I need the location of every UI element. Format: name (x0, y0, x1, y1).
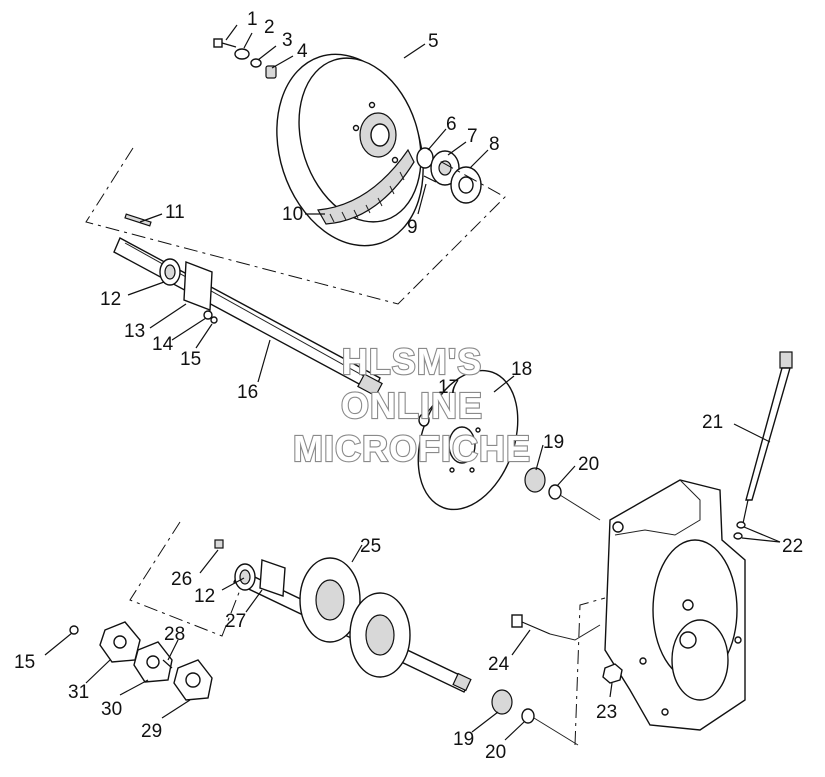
spacer (259, 559, 286, 597)
bearing (159, 258, 181, 286)
callout-9: 9 (407, 217, 418, 238)
bolt-long (511, 614, 551, 635)
leader-lines (44, 24, 781, 741)
bolt (213, 38, 237, 48)
seal (524, 467, 546, 493)
o-ring-small-2 (733, 532, 743, 540)
nut (203, 310, 213, 320)
jackshaft (113, 237, 383, 397)
stud (162, 659, 173, 669)
assembly-boundary-top (85, 147, 506, 305)
o-ring (418, 413, 430, 427)
callout-12: 12 (100, 289, 121, 310)
bearing-housing (183, 261, 213, 311)
hex-nut (602, 663, 623, 684)
callout-14: 14 (152, 334, 174, 355)
washer (234, 48, 250, 60)
retaining-ring-lower (521, 708, 535, 724)
chaincase (604, 479, 746, 731)
callout-25: 25 (360, 536, 381, 557)
callout-30: 30 (101, 699, 122, 720)
callout-11: 11 (165, 202, 185, 223)
callout-17: 17 (438, 377, 459, 398)
callout-21: 21 (702, 412, 723, 433)
watermark-line-2: ONLINE (341, 385, 483, 426)
callout-29: 29 (141, 721, 162, 742)
bearing-lower (234, 563, 256, 591)
flange-plate-2 (133, 641, 173, 683)
o-ring-small (736, 521, 746, 529)
callout-5: 5 (428, 31, 439, 52)
callout-19: 19 (543, 432, 564, 453)
callout-7: 7 (467, 126, 478, 147)
drive-chain (317, 148, 415, 225)
track-sprocket-1 (299, 557, 361, 643)
callout-4: 4 (297, 41, 308, 62)
callout-20: 20 (578, 454, 599, 475)
assembly-boundary-lower (129, 521, 241, 637)
callout-27: 27 (225, 611, 246, 632)
bolt-small (210, 316, 218, 324)
assembly-boundary-right (574, 597, 606, 746)
screw (423, 175, 437, 183)
callout-labels: 1 2 3 4 5 6 7 8 9 10 11 12 13 14 15 16 1… (14, 9, 803, 763)
driven-pulley (276, 53, 424, 247)
watermark-line-3: MICROFICHE (293, 428, 531, 469)
callout-13: 13 (124, 321, 145, 342)
callout-16: 16 (237, 382, 258, 403)
watermark: HLSM'S ONLINE MICROFICHE (292, 340, 531, 470)
callout-28: 28 (164, 624, 185, 645)
nut-lower (69, 625, 79, 635)
callout-3: 3 (282, 30, 293, 51)
callout-15-lower: 15 (14, 652, 35, 673)
grease-fitting (214, 539, 224, 549)
callout-26: 26 (171, 569, 192, 590)
key (124, 213, 152, 227)
callout-24: 24 (488, 654, 510, 675)
bushing (265, 65, 277, 79)
watermark-line-1: HLSM'S (342, 341, 483, 382)
callout-23: 23 (596, 702, 617, 723)
callout-20-lower: 20 (485, 742, 506, 763)
lock-washer (250, 58, 262, 68)
callout-8: 8 (489, 134, 500, 155)
callout-1: 1 (247, 9, 258, 30)
callout-18: 18 (511, 359, 532, 380)
callout-10: 10 (282, 204, 303, 225)
callout-12-lower: 12 (194, 586, 215, 607)
speedometer-drive (741, 351, 793, 529)
track-sprocket-2 (349, 592, 411, 678)
flange-plate-1 (99, 621, 141, 663)
seal-lower (491, 689, 513, 715)
callout-31: 31 (68, 682, 89, 703)
callout-15: 15 (180, 349, 201, 370)
retaining-ring (548, 484, 562, 500)
flange-plate-3 (173, 659, 213, 701)
callout-2: 2 (264, 17, 275, 38)
callout-6: 6 (446, 114, 457, 135)
brake-disc (417, 369, 519, 511)
callout-19-lower: 19 (453, 729, 474, 750)
callout-22: 22 (782, 536, 803, 557)
